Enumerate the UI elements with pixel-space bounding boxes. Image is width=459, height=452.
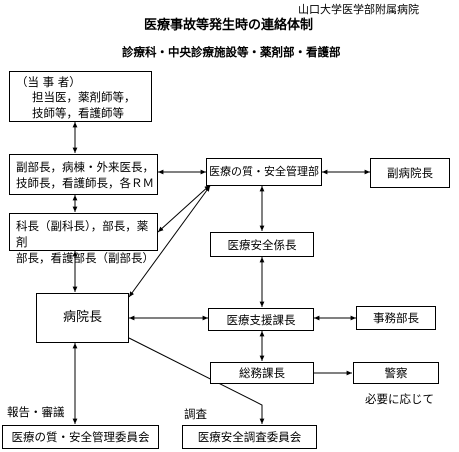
report-review-label: 報告・審議 [7,405,65,419]
party-box: （当 事 者） 担当医，薬剤師等， 技師等，看護師等 [9,71,152,122]
director-box: 病院長 [36,293,129,343]
general-affairs-box: 総務課長 [210,362,314,384]
page-subtitle: 診療科・中央診療施設等・薬剤部・看護部 [122,45,341,59]
vice-director-box: 副病院長 [370,158,450,188]
safety-chief-box: 医療安全係長 [210,232,314,257]
arrow-director-investigation [128,337,265,424]
as-needed-label: 必要に応じて [365,392,434,406]
org-name: 山口大学医学部附属病院 [298,3,419,16]
quality-dept-box: 医療の質・安全管理部 [206,158,322,186]
investigation-committee-box: 医療安全調査委員会 [182,425,317,449]
deputy-heads-box: 副部長，病棟・外来医長， 技師長，看護師長，各ＲＭ [9,154,158,195]
arrow-director-quality [128,185,211,298]
party-body: 担当医，薬剤師等， 技師等，看護師等 [32,90,136,120]
investigation-label: 調査 [184,407,207,421]
admin-director-box: 事務部長 [356,306,436,330]
support-chief-box: 医療支援課長 [208,308,314,331]
police-box: 警察 [353,362,439,384]
party-title: （当 事 者） [16,75,81,89]
quality-committee-box: 医療の質・安全管理委員会 [2,425,159,449]
page-title: 医療事故等発生時の連絡体制 [144,18,314,33]
arrow-chiefs-quality [157,184,211,233]
chiefs-box: 科長（副科長），部長，薬剤 部長，看護部長（副部長） [9,213,158,265]
